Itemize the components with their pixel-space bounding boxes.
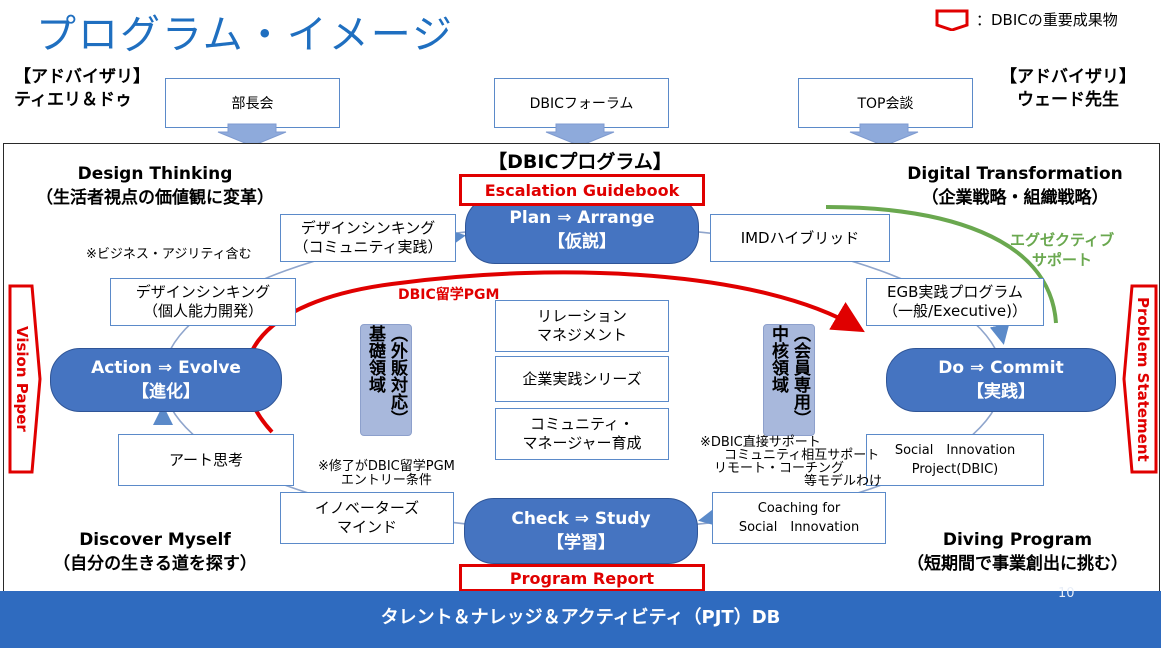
note-ryugaku: DBIC留学PGM <box>398 287 500 303</box>
box-relation-line1: リレーション <box>537 307 627 325</box>
domain-basic: （外販対応）基礎領域 <box>360 324 412 436</box>
domain-core: （会員専用）中核領域 <box>763 324 815 436</box>
advisor-left-label: 【アドバイザリ】 <box>14 67 150 87</box>
problem-statement-label: Problem Statement <box>1134 296 1152 462</box>
domain-basic-label: （外販対応）基礎領域 <box>365 325 407 427</box>
action-sub: 【進化】 <box>132 382 200 402</box>
box-coaching-line2: Social Innovation <box>738 520 860 535</box>
note-entry-condition: ※修了がDBIC留学PGM エントリー条件 <box>318 460 455 488</box>
page-title: プログラム・イメージ <box>36 12 454 58</box>
box-coaching: Coaching for Social Innovation <box>712 492 886 544</box>
box-dt-individual: デザインシンキング （個人能力開発） <box>110 278 296 326</box>
plan-pill: Plan ⇒ Arrange 【仮説】 <box>465 196 699 264</box>
bottom-band <box>0 591 1161 648</box>
corner-discover-sub: （自分の生きる道を探す） <box>53 554 257 574</box>
box-community-line2: マネージャー育成 <box>522 434 642 452</box>
corner-dx-title: Digital Transformation <box>907 164 1123 184</box>
corner-design-thinking-sub: （生活者視点の価値観に変革） <box>36 188 274 208</box>
legend-text: ：DBICの重要成果物 <box>976 11 1118 29</box>
do-pill: Do ⇒ Commit 【実践】 <box>886 348 1116 412</box>
advisor-left-names: ティエリ＆ドゥ <box>14 90 132 110</box>
advisor-right: 【アドバイザリ】 ウェード先生 <box>1000 66 1136 112</box>
box-art-thinking: アート思考 <box>118 434 294 486</box>
box-sip-line2: Project(DBIC) <box>911 462 999 477</box>
box-dt-community-line2: （コミュニティ実践） <box>293 238 443 256</box>
box-innovators-line1: イノベーターズ <box>314 499 420 517</box>
note-entry-line2: エントリー条件 <box>340 473 432 488</box>
plan-label: Plan ⇒ Arrange <box>509 208 655 228</box>
deliverable-vision-paper-shape <box>8 284 42 474</box>
box-art-label: アート思考 <box>168 450 244 469</box>
check-label: Check ⇒ Study <box>511 509 651 529</box>
corner-discover-title: Discover Myself <box>79 530 231 550</box>
exec-support-arc <box>825 205 1058 324</box>
box-sip-line1: Social Innovation <box>894 443 1016 458</box>
bottom-band-label: タレント＆ナレッジ＆アクティビティ（PJT）DB <box>380 607 781 628</box>
box-dt-individual-line1: デザインシンキング <box>135 283 271 301</box>
note-exec-support-line1: エグゼクティブ <box>1010 231 1115 249</box>
note-support-line4: 等モデルわけ <box>804 474 883 489</box>
note-support-line1: ※DBIC直接サポート <box>700 435 821 450</box>
note-business-agility: ※ビジネス・アジリティ含む <box>86 247 252 262</box>
top-box-top-meeting: TOP会談 <box>798 78 973 128</box>
note-exec-support-line2: サポート <box>1032 251 1093 269</box>
page-number: 10 <box>1058 586 1075 601</box>
box-corporate-label: 企業実践シリーズ <box>522 369 642 388</box>
box-corporate-series: 企業実践シリーズ <box>495 356 669 402</box>
note-entry-line1: ※修了がDBIC留学PGM <box>318 459 455 474</box>
do-label: Do ⇒ Commit <box>938 358 1064 378</box>
box-egb-line1: EGB実践プログラム <box>887 283 1023 301</box>
action-pill: Action ⇒ Evolve 【進化】 <box>50 348 282 412</box>
note-exec-support: エグゼクティブ サポート <box>1010 230 1114 270</box>
check-sub: 【学習】 <box>547 533 615 553</box>
arrow-to-check <box>698 507 720 527</box>
top-box-forum: DBICフォーラム <box>494 78 669 128</box>
box-imd-label: IMDハイブリッド <box>740 228 860 247</box>
box-community-manager: コミュニティ・ マネージャー育成 <box>495 408 669 460</box>
deliverable-program-report: Program Report <box>459 564 705 592</box>
box-dt-community-line1: デザインシンキング <box>300 219 436 237</box>
box-community-line1: コミュニティ・ <box>529 415 635 433</box>
advisor-right-label: 【アドバイザリ】 <box>1000 67 1136 87</box>
deliverable-vision-paper: Vision Paper <box>8 284 36 474</box>
deliverable-legend-shape <box>935 9 969 31</box>
box-egb-program: EGB実践プログラム （一般/Executive)） <box>866 278 1044 326</box>
box-dt-individual-line2: （個人能力開発） <box>142 302 263 320</box>
box-imd-hybrid: IMDハイブリッド <box>710 214 890 262</box>
box-relation-line2: マネジメント <box>536 326 627 344</box>
corner-diving-sub: （短期間で事業創出に挑む） <box>907 554 1128 574</box>
corner-design-thinking: Design Thinking （生活者視点の価値観に変革） <box>10 162 300 210</box>
box-dt-community: デザインシンキング （コミュニティ実践） <box>280 214 456 262</box>
corner-diving-title: Diving Program <box>942 530 1093 550</box>
vision-paper-label: Vision Paper <box>13 326 31 432</box>
corner-digital-transformation: Digital Transformation （企業戦略・組織戦略） <box>880 162 1150 210</box>
program-title: 【DBICプログラム】 <box>488 151 672 173</box>
domain-core-label: （会員専用）中核領域 <box>768 325 810 427</box>
deliverable-problem-statement: Problem Statement <box>1128 284 1158 474</box>
deliverable-escalation-guidebook: Escalation Guidebook <box>459 174 705 206</box>
box-coaching-line1: Coaching for <box>757 501 841 516</box>
advisor-right-names: ウェード先生 <box>1017 90 1119 110</box>
corner-design-thinking-title: Design Thinking <box>77 164 233 184</box>
action-label: Action ⇒ Evolve <box>91 358 241 378</box>
corner-diving-program: Diving Program （短期間で事業創出に挑む） <box>880 528 1155 576</box>
note-support-line3: リモート・コーチング <box>714 461 845 476</box>
arrow-to-do <box>989 323 1010 345</box>
note-support-models: ※DBIC直接サポート コミュニティ相互サポート リモート・コーチング 等モデル… <box>700 436 882 488</box>
note-support-line2: コミュニティ相互サポート <box>724 448 880 463</box>
advisor-left: 【アドバイザリ】 ティエリ＆ドゥ <box>14 66 150 112</box>
box-innovators-line2: マインド <box>336 518 397 536</box>
box-innovators-mind: イノベーターズ マインド <box>280 492 454 544</box>
plan-sub: 【仮説】 <box>548 232 616 252</box>
corner-discover-myself: Discover Myself （自分の生きる道を探す） <box>20 528 290 576</box>
down-arrows <box>217 123 919 147</box>
check-pill: Check ⇒ Study 【学習】 <box>464 498 698 564</box>
box-relation-management: リレーション マネジメント <box>495 300 669 352</box>
corner-dx-sub: （企業戦略・組織戦略） <box>921 188 1109 208</box>
top-box-bucho: 部長会 <box>165 78 340 128</box>
box-egb-line2: （一般/Executive)） <box>883 302 1027 320</box>
box-social-innovation-project: Social Innovation Project(DBIC) <box>866 434 1044 486</box>
do-sub: 【実践】 <box>967 382 1035 402</box>
deliverable-problem-statement-shape <box>1122 284 1158 474</box>
